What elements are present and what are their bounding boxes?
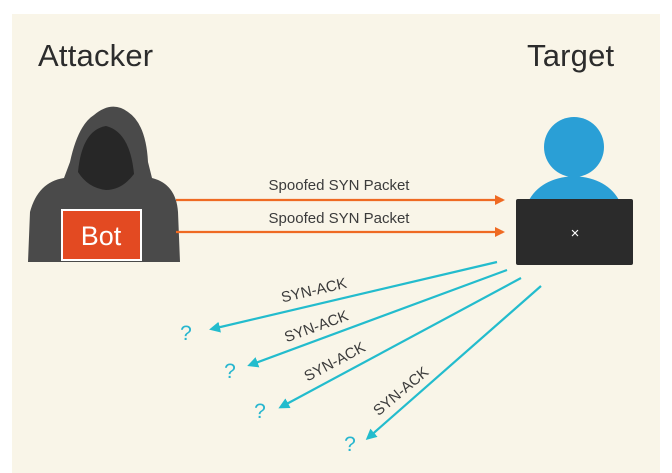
bot-label: Bot [81,221,122,251]
unknown-destination-1: ? [180,322,192,345]
response-label-4: SYN-ACK [370,364,432,420]
user-at-laptop-icon: × [516,117,633,265]
target-shoulders [528,176,620,202]
target-title: Target [527,38,615,73]
bot-box [61,209,142,261]
response-arrow-4 [365,285,542,440]
response-arrow-2 [247,268,508,368]
packet-label-2: Spoofed SYN Packet [269,210,411,227]
bot-badge: Bot [61,209,142,261]
response-arrow-3 [278,277,522,409]
response-label-1: SYN-ACK [280,275,349,307]
laptop-screen-symbol: × [571,225,580,242]
unknown-destination-4: ? [344,433,356,456]
target-head [544,117,604,177]
syn-ack-responses: SYN-ACK ? SYN-ACK ? SYN-ACK ? SYN-ACK ? [180,260,542,456]
response-arrow-1 [209,260,498,333]
attacker-title: Attacker [38,38,154,73]
laptop [516,199,633,265]
packet-label-1: Spoofed SYN Packet [269,177,411,194]
unknown-destination-2: ? [224,360,236,383]
spoofed-packets: Spoofed SYN Packet Spoofed SYN Packet [176,177,505,237]
unknown-destination-3: ? [254,400,266,423]
